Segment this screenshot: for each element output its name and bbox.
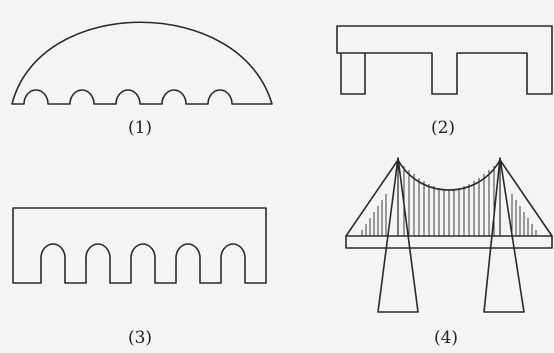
suspension-hangers	[361, 166, 537, 236]
figure-label-1: (1)	[127, 118, 153, 138]
figure-label-2: (2)	[430, 118, 456, 138]
arch-bridge-3	[12, 207, 267, 284]
figure-label-3: (3)	[127, 328, 153, 348]
main-cable	[345, 159, 553, 237]
suspension-bridge-4	[345, 157, 553, 313]
tower-right	[483, 157, 525, 313]
arch-bridge-1	[11, 21, 273, 105]
tower-left	[377, 157, 419, 313]
figure-label-4: (4)	[433, 328, 459, 348]
beam-bridge-2	[336, 25, 553, 95]
